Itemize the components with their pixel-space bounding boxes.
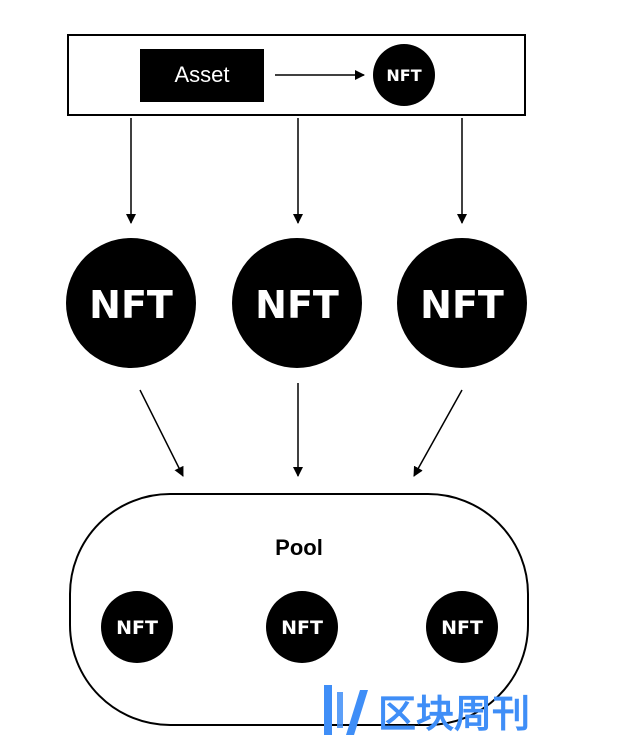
asset-label: Asset	[174, 62, 229, 87]
pool-title: Pool	[275, 535, 323, 560]
pool-token-1: NFT	[101, 591, 173, 663]
pool-token-circle	[101, 591, 173, 663]
nft-token-3: NFT	[397, 238, 527, 368]
pool-token-3: NFT	[426, 591, 498, 663]
nft-token-circle	[232, 238, 362, 368]
pool-token-label: NFT	[441, 617, 483, 639]
pool-token-circle	[426, 591, 498, 663]
arrow-nft-3-to-pool	[413, 389, 463, 477]
nft-badge-label: NFT	[386, 66, 421, 85]
asset-block-rect	[140, 49, 264, 102]
arrow-nft-1-to-pool	[139, 389, 184, 477]
nft-token-circle	[397, 238, 527, 368]
asset-block: Asset	[140, 49, 264, 102]
watermark-logo-icon	[324, 685, 368, 735]
watermark-text: 区块周刊	[378, 692, 530, 736]
nft-token-circle	[66, 238, 196, 368]
nft-token-2: NFT	[232, 238, 362, 368]
nft-badge-small: NFT	[373, 44, 435, 106]
pool-token-label: NFT	[116, 617, 158, 639]
pool-token-circle	[266, 591, 338, 663]
top-box: Asset NFT	[67, 34, 526, 116]
nft-badge-circle	[373, 44, 435, 106]
nft-token-1: NFT	[66, 238, 196, 368]
nft-token-label: NFT	[89, 283, 173, 327]
pool-token-label: NFT	[281, 617, 323, 639]
nft-token-label: NFT	[420, 283, 504, 327]
pool-token-2: NFT	[266, 591, 338, 663]
pool: Pool NFT NFT NFT	[69, 493, 529, 726]
nft-token-label: NFT	[255, 283, 339, 327]
watermark: 区块周刊	[324, 685, 530, 736]
